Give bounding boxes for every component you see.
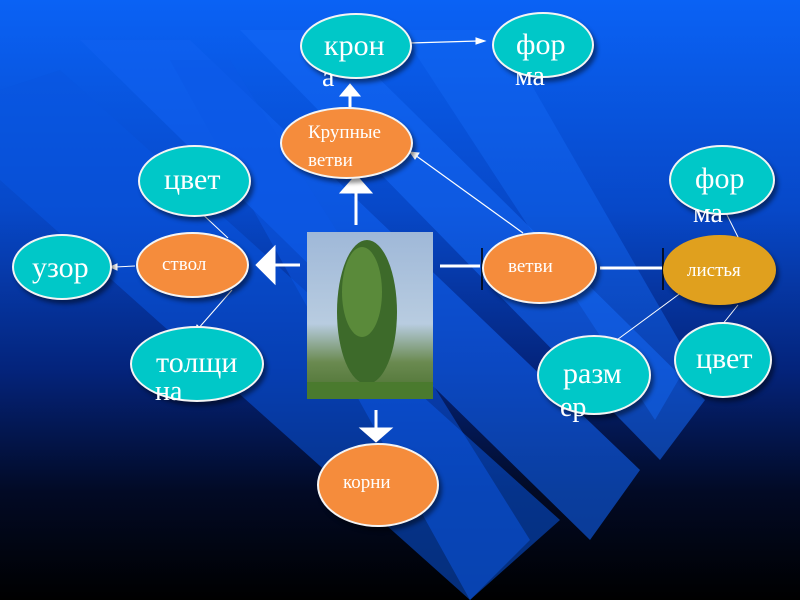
- node-trunk: ствол: [136, 232, 249, 298]
- node-text: цвет: [696, 342, 753, 375]
- node-text: ветви: [308, 150, 353, 171]
- node-text: корни: [343, 472, 391, 493]
- node-pattern: узор: [12, 234, 112, 300]
- node-text: узор: [32, 251, 89, 284]
- node-leaf-color: цвет: [674, 322, 772, 398]
- node-text: ствол: [162, 254, 207, 275]
- node-branches: ветви: [482, 232, 597, 304]
- node-text: разм: [563, 357, 622, 390]
- node-text: фор: [695, 162, 745, 195]
- node-text: листья: [687, 260, 741, 281]
- tree-icon: [307, 240, 433, 399]
- node-crown: крон: [300, 13, 412, 79]
- node-text: Крупные: [308, 122, 381, 143]
- node-text: толщи: [156, 346, 238, 379]
- node-text-wrap: а: [322, 62, 335, 93]
- node-roots: корни: [317, 443, 439, 527]
- node-text-wrap: ер: [560, 392, 587, 423]
- node-text: ветви: [508, 256, 553, 277]
- node-text: цвет: [164, 163, 221, 196]
- node-text: крон: [324, 29, 385, 62]
- node-text-wrap: ма: [515, 61, 545, 92]
- node-text-wrap: на: [155, 376, 183, 407]
- node-leaf-size: разм: [537, 335, 651, 415]
- node-crown-shape: фор: [492, 12, 594, 78]
- node-thickness: толщи: [130, 326, 264, 402]
- node-leaves: листья: [663, 235, 776, 305]
- node-text-wrap: ма: [693, 198, 723, 229]
- node-leaf-shape: фор: [669, 145, 775, 215]
- tree-photo: [307, 232, 433, 399]
- node-big-branches: Крупные ветви: [280, 107, 413, 179]
- node-text: фор: [516, 28, 566, 61]
- node-trunk-color: цвет: [138, 145, 251, 217]
